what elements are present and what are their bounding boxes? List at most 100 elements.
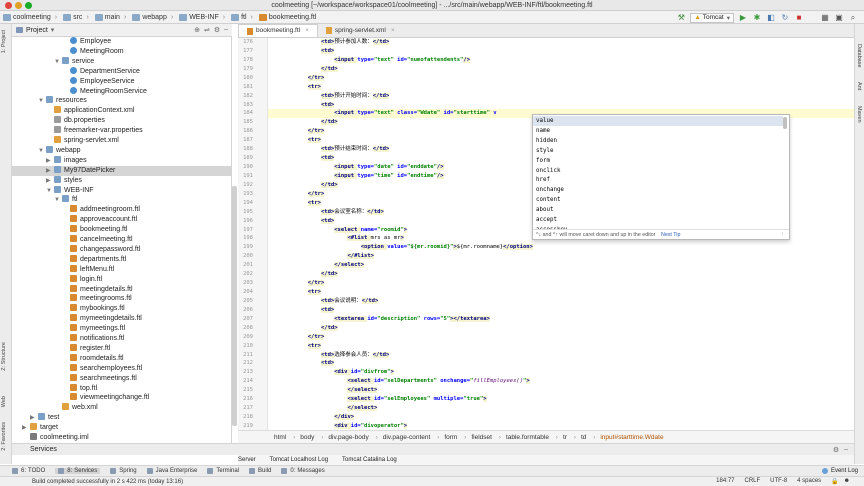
code-line[interactable]: </#list> xyxy=(347,253,374,260)
next-tip-link[interactable]: Next Tip xyxy=(661,232,681,238)
code-line[interactable]: <td>会议说明：</td> xyxy=(320,297,379,304)
search-everywhere-icon[interactable]: ⌕ xyxy=(850,12,856,22)
code-line[interactable]: <td>预计开始时间：</td> xyxy=(320,92,390,99)
completion-item[interactable]: name xyxy=(536,127,550,134)
tree-item[interactable]: changepassword.ftl xyxy=(12,244,231,255)
tree-item[interactable]: leftMenu.ftl xyxy=(12,264,231,275)
code-line[interactable]: <select id="selDepartments" onchange="fi… xyxy=(347,378,530,385)
tool-tab-structure[interactable]: Z: Structure xyxy=(1,342,7,371)
tool-tab-ant[interactable]: Ant xyxy=(856,82,862,91)
chevron-icon[interactable]: ▼ xyxy=(54,197,60,204)
minimize-window-icon[interactable] xyxy=(15,2,22,9)
debug-icon[interactable]: ✱ xyxy=(753,13,761,22)
tree-item[interactable]: DepartmentService xyxy=(12,66,231,77)
code-line[interactable]: <tr> xyxy=(307,199,321,206)
code-line[interactable]: <td> xyxy=(320,155,335,162)
code-line[interactable]: <tr> xyxy=(307,137,321,144)
completion-item[interactable]: href xyxy=(536,177,550,184)
code-line[interactable]: <td> xyxy=(320,306,335,313)
code-line[interactable]: </tr> xyxy=(307,128,325,135)
code-line[interactable]: </td> xyxy=(320,119,338,126)
tree-item[interactable]: notifications.ftl xyxy=(12,334,231,344)
tree-item[interactable]: MeetingRoomService xyxy=(12,86,231,97)
run-icon[interactable]: ▶ xyxy=(739,13,747,22)
code-line[interactable]: <td>选择参会人员：</td> xyxy=(320,351,390,358)
tree-item[interactable]: mymeetingdetails.ftl xyxy=(12,314,231,324)
code-line[interactable]: <tr> xyxy=(307,289,321,296)
completion-item[interactable]: hidden xyxy=(536,137,557,144)
tree-item[interactable]: ▶images xyxy=(12,155,231,166)
bottom-tab-build[interactable]: Build xyxy=(249,468,271,474)
nav-crumb[interactable]: webapp› xyxy=(129,13,176,21)
tool-tab-web[interactable]: Web xyxy=(1,396,7,408)
code-line[interactable]: </td> xyxy=(320,181,338,188)
completion-item[interactable]: onchange xyxy=(536,187,564,194)
tree-item[interactable]: approveaccount.ftl xyxy=(12,215,231,225)
tree-item[interactable]: addmeetingroom.ftl xyxy=(12,205,231,215)
gear-icon[interactable]: ⚙ xyxy=(832,446,840,454)
tree-item[interactable]: ▶My97DatePicker xyxy=(12,165,231,176)
tree-item[interactable]: ▶target xyxy=(12,423,231,433)
tree-item[interactable]: login.ftl xyxy=(12,274,231,285)
code-line[interactable]: <option value="${mr.roomid}">${mr.roomna… xyxy=(360,244,533,251)
breadcrumb-item[interactable]: fieldset xyxy=(471,434,500,441)
vcs-icon[interactable]: ▣ xyxy=(835,13,843,22)
gear-icon[interactable]: ⚙ xyxy=(213,27,221,34)
chevron-icon[interactable]: ▶ xyxy=(46,157,51,164)
services-tab-localhost-log[interactable]: Tomcat Localhost Log xyxy=(269,457,329,463)
tree-item[interactable]: ▼webapp xyxy=(12,145,231,156)
breadcrumb-item[interactable]: tr xyxy=(563,434,576,441)
code-line[interactable]: <input type="text" class="Wdate" id="sta… xyxy=(268,109,854,119)
more-icon[interactable]: ⋮ xyxy=(779,232,785,238)
tree-item[interactable]: ▼ftl xyxy=(12,195,231,205)
editor-tab-spring-servlet[interactable]: spring-servlet.xml × xyxy=(318,24,403,37)
chevron-icon[interactable]: ▶ xyxy=(30,415,35,422)
tree-item[interactable]: roomdetails.ftl xyxy=(12,353,231,364)
bottom-tab-todo[interactable]: 6:TODO xyxy=(12,468,45,474)
chevron-icon[interactable]: ▶ xyxy=(46,177,51,184)
code-line[interactable]: <td>会议室名称：</td> xyxy=(320,208,384,215)
nav-crumb[interactable]: coolmeeting› xyxy=(0,13,60,21)
tree-item[interactable]: cancelmeeting.ftl xyxy=(12,235,231,245)
code-line[interactable]: </td> xyxy=(320,324,338,331)
reload-icon[interactable]: ↻ xyxy=(781,13,789,22)
tree-item[interactable]: meetingrooms.ftl xyxy=(12,294,231,304)
hammer-icon[interactable]: ⚒ xyxy=(677,13,685,22)
tree-item[interactable]: meetingdetails.ftl xyxy=(12,284,231,295)
code-line[interactable]: </select> xyxy=(334,262,365,269)
breadcrumb-item[interactable]: td xyxy=(581,434,597,441)
code-line[interactable]: </td> xyxy=(320,271,338,278)
code-editor[interactable]: <td>预计参加人数：</td> <td> <input type="text"… xyxy=(268,38,854,430)
chevron-icon[interactable]: ▶ xyxy=(22,425,27,432)
file-encoding[interactable]: UTF-8 xyxy=(770,478,788,484)
services-tab-catalina-log[interactable]: Tomcat Catalina Log xyxy=(342,457,397,463)
code-line[interactable]: <textarea id="description" rows="5"></te… xyxy=(334,315,490,322)
code-line[interactable]: <select name="roomid"> xyxy=(334,226,408,233)
nav-crumb[interactable]: bookmeeting.ftl xyxy=(256,13,319,21)
chevron-icon[interactable]: ▼ xyxy=(38,98,44,105)
tree-item[interactable]: top.ftl xyxy=(12,383,231,394)
code-line[interactable]: </td> xyxy=(320,65,338,72)
lock-icon[interactable]: 🔒 xyxy=(831,479,839,485)
chevron-down-icon[interactable]: ▾ xyxy=(50,27,55,34)
hide-panel-icon[interactable]: – xyxy=(224,26,228,33)
tree-item[interactable]: viewmeetingchange.ftl xyxy=(12,393,231,403)
close-window-icon[interactable] xyxy=(5,2,12,9)
code-line[interactable]: <tr> xyxy=(307,342,321,349)
code-line[interactable]: <div id="divoperator"> xyxy=(334,422,408,429)
code-line[interactable]: <div id="divfrom"> xyxy=(334,369,394,376)
breadcrumb-item[interactable]: input#starttime.Wdate xyxy=(600,433,664,441)
code-line[interactable]: </tr> xyxy=(307,333,325,340)
chevron-icon[interactable]: ▼ xyxy=(38,147,44,154)
completion-item[interactable]: accept xyxy=(536,217,557,223)
tree-item[interactable]: departments.ftl xyxy=(12,254,231,265)
code-line[interactable]: <input type="date" id="enddate"/> xyxy=(334,164,444,171)
tree-item[interactable]: coolmeeting.iml xyxy=(12,433,231,443)
tree-item[interactable]: web.xml xyxy=(12,403,231,413)
chevron-icon[interactable]: ▶ xyxy=(46,167,51,174)
code-line[interactable]: <td> xyxy=(320,217,335,224)
breadcrumb-item[interactable]: html xyxy=(274,434,296,441)
coverage-icon[interactable]: ◧ xyxy=(767,13,775,22)
completion-item[interactable]: form xyxy=(536,157,550,164)
tree-item[interactable]: Employee xyxy=(12,37,231,47)
